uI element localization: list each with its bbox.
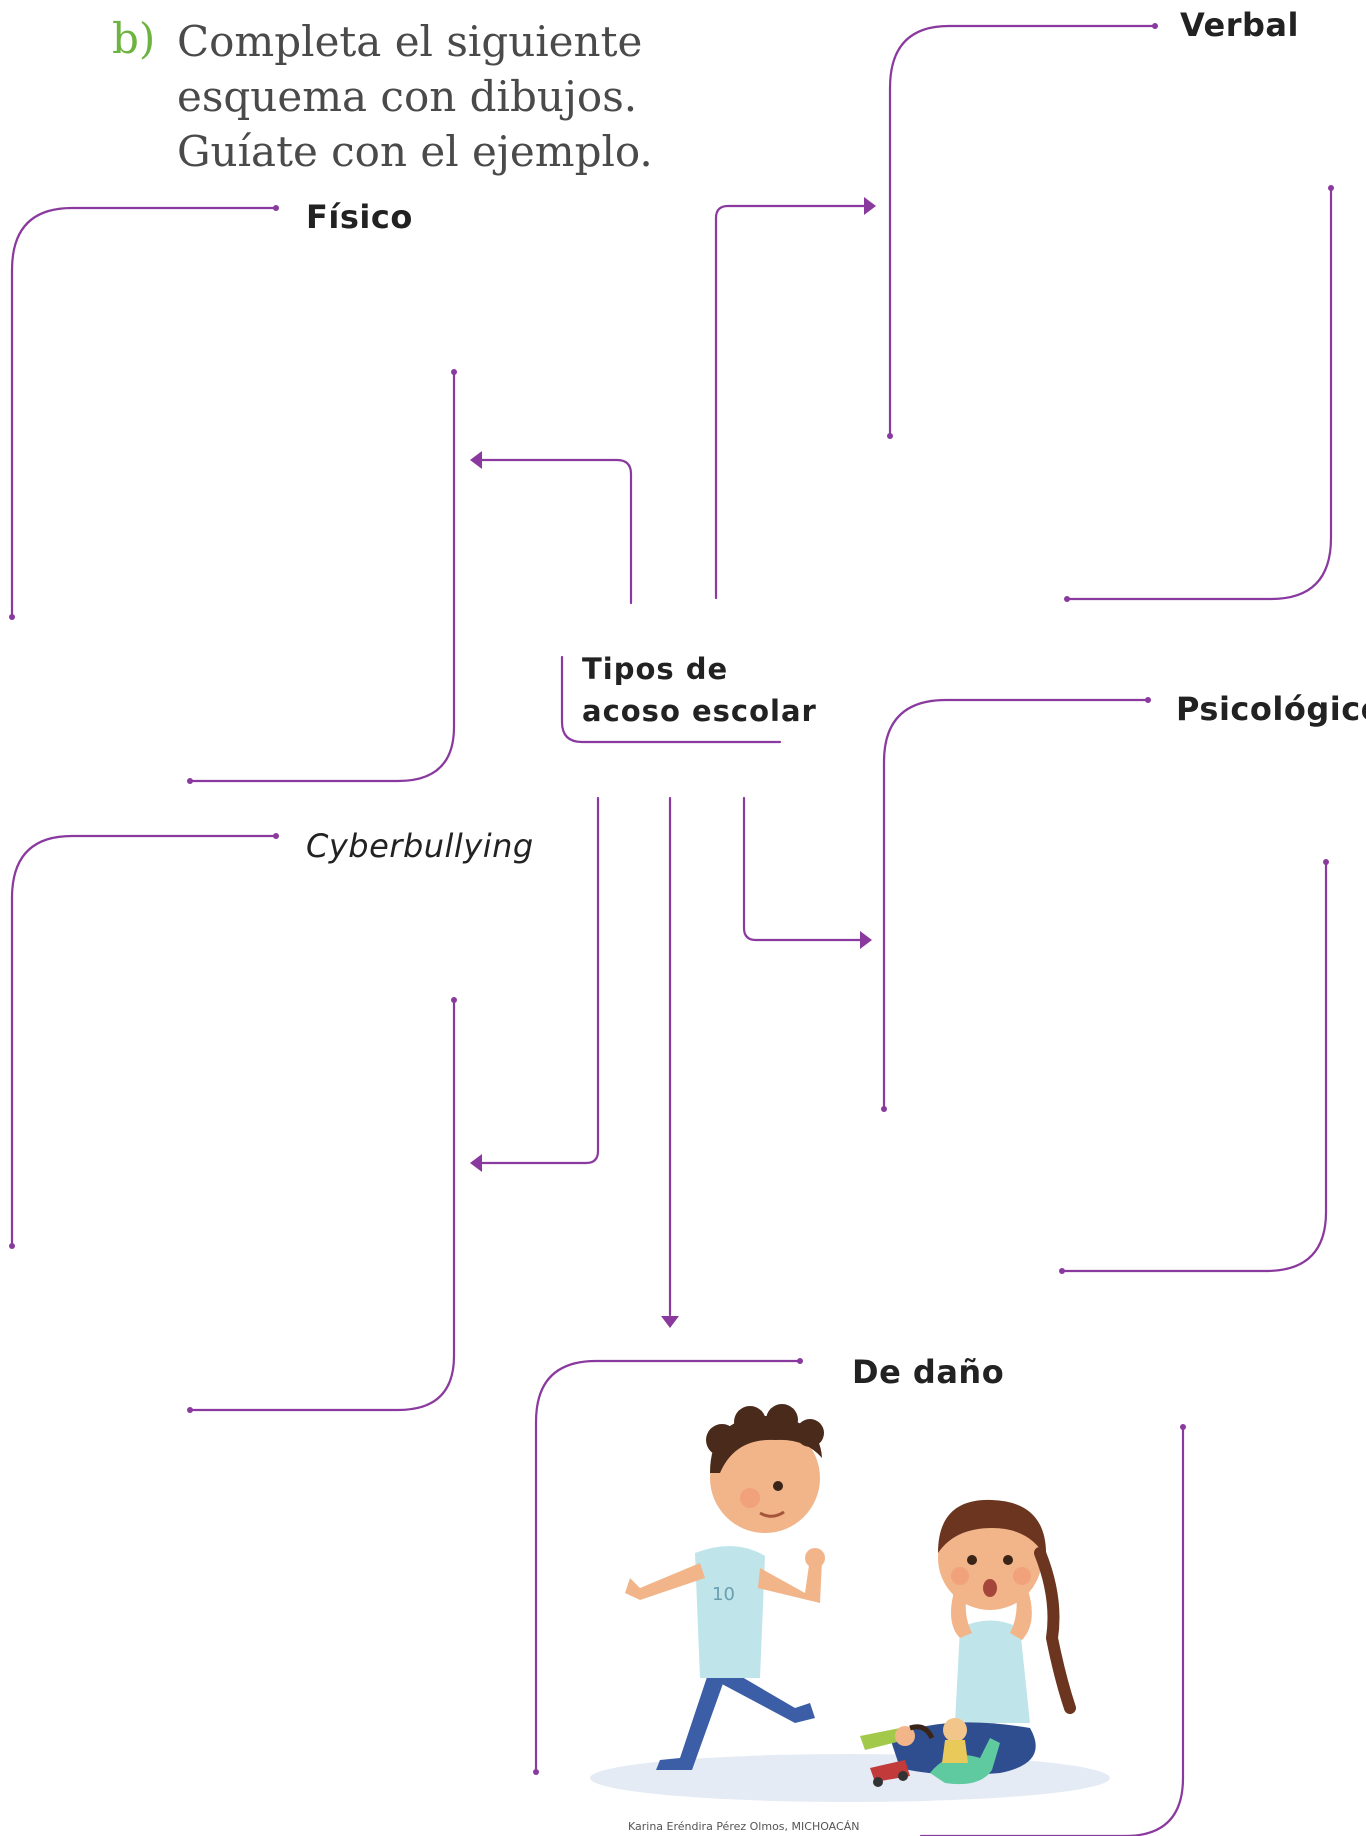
frame-end-dot bbox=[1180, 1424, 1186, 1430]
cyberbullying-frame-left bbox=[10, 834, 278, 1248]
center-bracket bbox=[560, 655, 782, 744]
verbal-frame-right bbox=[1065, 186, 1333, 601]
frame-end-dot bbox=[1059, 1268, 1065, 1274]
verbal-frame-left bbox=[888, 24, 1157, 438]
psicologico-frame-left bbox=[882, 698, 1150, 1111]
center-concept-line: acoso escolar bbox=[582, 694, 817, 728]
frame-end-dot bbox=[187, 778, 193, 784]
frame-end-dot bbox=[1323, 859, 1329, 865]
frame-end-dot bbox=[9, 1243, 15, 1249]
frame-end-dot bbox=[273, 833, 279, 839]
arrowhead-psicologico bbox=[860, 931, 872, 949]
instruction-line: Guíate con el ejemplo. bbox=[177, 127, 653, 176]
boy-figure: 10 bbox=[625, 1404, 825, 1770]
fisico-frame-left bbox=[10, 206, 278, 619]
frame-end-dot bbox=[187, 1407, 193, 1413]
de-dano-frame-left bbox=[534, 1359, 802, 1774]
arrowhead-verbal bbox=[864, 197, 876, 215]
toys bbox=[860, 1718, 1000, 1787]
frame-end-dot bbox=[1328, 185, 1334, 191]
frame-end-dot bbox=[451, 997, 457, 1003]
frame-end-dot bbox=[1152, 23, 1158, 29]
frame-end-dot bbox=[797, 1358, 803, 1364]
arrow-to-psicologico bbox=[742, 796, 862, 942]
frame-end-dot bbox=[451, 369, 457, 375]
psicologico-frame-right bbox=[1060, 860, 1328, 1273]
instruction-line: esquema con dibujos. bbox=[177, 72, 638, 121]
arrowhead-cyberbullying bbox=[470, 1154, 482, 1172]
instruction-text: Completa el siguiente esquema con dibujo… bbox=[177, 14, 717, 179]
frame-end-dot bbox=[533, 1769, 539, 1775]
arrow-to-fisico bbox=[478, 458, 633, 605]
arrowhead-de-dano bbox=[661, 1316, 679, 1328]
label-cyberbullying: Cyberbullying bbox=[306, 827, 534, 865]
frame-end-dot bbox=[273, 205, 279, 211]
frame-end-dot bbox=[1145, 697, 1151, 703]
illustration-credit: Karina Eréndira Pérez Olmos, MICHOACÁN bbox=[628, 1820, 860, 1833]
girl-figure bbox=[890, 1499, 1076, 1775]
arrowhead-fisico bbox=[470, 451, 482, 469]
arrow-to-cyberbullying bbox=[478, 796, 600, 1165]
cyberbullying-frame-right bbox=[188, 998, 456, 1412]
arrow-to-verbal bbox=[714, 204, 868, 600]
label-psicologico: Psicológico bbox=[1176, 690, 1366, 728]
label-de-dano: De daño bbox=[852, 1353, 1005, 1391]
center-concept-line: Tipos de bbox=[582, 652, 729, 686]
frame-end-dot bbox=[1064, 596, 1070, 602]
frame-end-dot bbox=[887, 433, 893, 439]
label-fisico: Físico bbox=[306, 198, 413, 236]
label-verbal: Verbal bbox=[1180, 6, 1299, 44]
fisico-frame-right bbox=[188, 370, 456, 783]
frame-end-dot bbox=[9, 614, 15, 620]
example-illustration: 10 bbox=[590, 1404, 1110, 1802]
svg-text:10: 10 bbox=[712, 1584, 735, 1605]
instruction-letter: b) bbox=[112, 14, 156, 63]
center-concept-label: Tipos de acoso escolar bbox=[582, 648, 817, 732]
frame-end-dot bbox=[881, 1106, 887, 1112]
instruction-line: Completa el siguiente bbox=[177, 17, 643, 66]
